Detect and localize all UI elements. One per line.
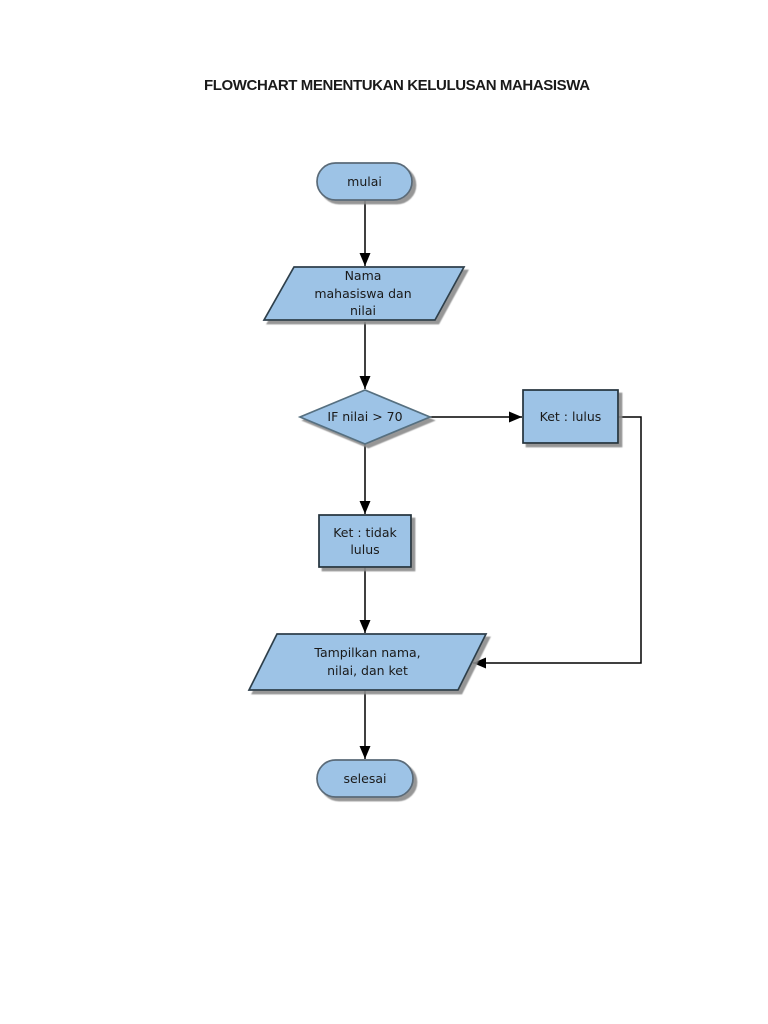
flowchart-edges bbox=[359, 200, 642, 759]
flowchart-nodes bbox=[247, 162, 619, 798]
edge-ket-lulus-to-output bbox=[473, 416, 642, 669]
node-ket-lulus bbox=[522, 389, 619, 444]
node-start bbox=[316, 162, 413, 201]
node-ket-tidak-lulus bbox=[318, 514, 412, 568]
page-title: FLOWCHART MENENTUKAN KELULUSAN MAHASISWA bbox=[204, 77, 590, 94]
node-end bbox=[316, 759, 414, 798]
node-input bbox=[262, 266, 466, 321]
node-output bbox=[247, 633, 488, 691]
node-decision bbox=[297, 389, 433, 445]
